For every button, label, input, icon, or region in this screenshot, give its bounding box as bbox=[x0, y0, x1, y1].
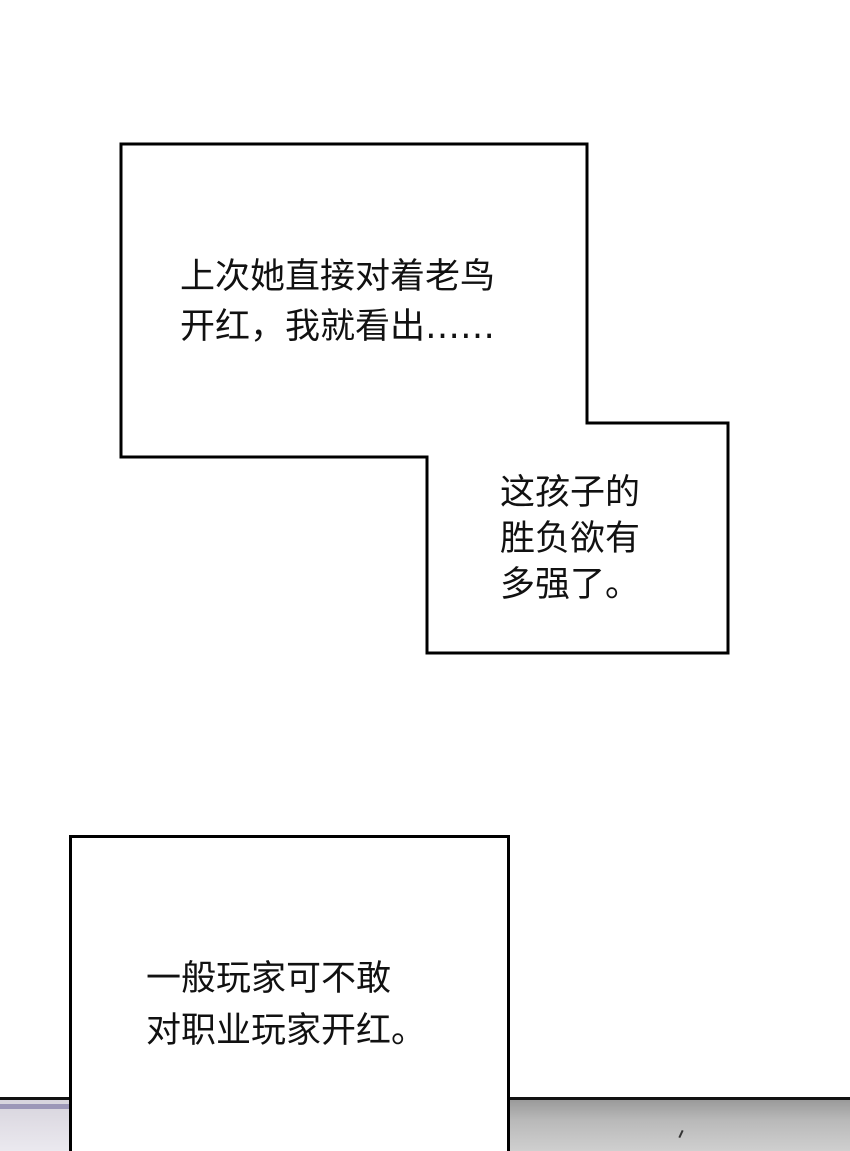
caption-1-line-2: 开红，我就看出…… bbox=[180, 307, 496, 347]
panel-mark bbox=[678, 1129, 684, 1139]
caption-box-stepped bbox=[119, 142, 730, 655]
caption-3-line-2: 对职业玩家开红。 bbox=[146, 1011, 427, 1051]
caption-text-1: 上次她直接对着老鸟 开红，我就看出…… bbox=[180, 252, 495, 352]
caption-text-2: 这孩子的 胜负欲有 多强了。 bbox=[500, 470, 640, 608]
panel-left-edge bbox=[0, 1097, 72, 1151]
panel-right-edge bbox=[508, 1097, 850, 1151]
caption-1-line-1: 上次她直接对着老鸟 bbox=[180, 257, 496, 297]
next-panel-strip bbox=[0, 1097, 850, 1151]
caption-text-3: 一般玩家可不敢 对职业玩家开红。 bbox=[146, 953, 426, 1057]
caption-box-3 bbox=[69, 835, 510, 1151]
caption-2-line-2: 胜负欲有 bbox=[500, 519, 641, 559]
caption-2-line-1: 这孩子的 bbox=[500, 473, 641, 513]
caption-3-line-1: 一般玩家可不敢 bbox=[146, 959, 392, 999]
panel-stripe bbox=[0, 1104, 72, 1109]
caption-2-line-3: 多强了。 bbox=[500, 565, 641, 605]
